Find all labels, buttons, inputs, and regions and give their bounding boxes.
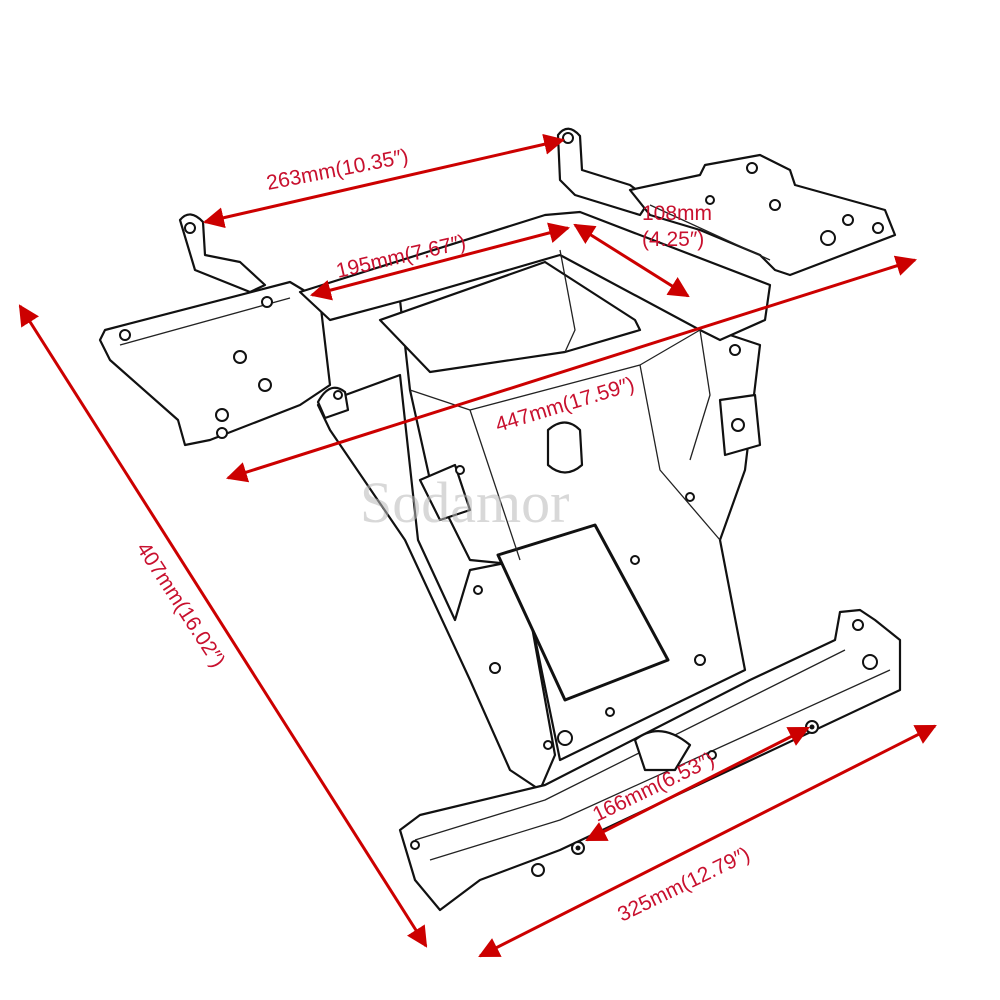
mounting-hole — [333, 390, 343, 400]
mounting-hole — [410, 840, 420, 850]
mounting-hole — [842, 214, 854, 226]
mounting-hole — [489, 662, 501, 674]
mounting-hole — [119, 329, 131, 341]
label-mount-width-line1: 108mm — [642, 202, 712, 225]
mounting-hole — [862, 654, 878, 670]
mid-cutout — [546, 421, 584, 474]
mounting-hole — [531, 863, 545, 877]
right-upright-tab — [556, 127, 652, 217]
mounting-hole — [215, 408, 229, 422]
mounting-hole — [852, 619, 864, 631]
dimension-arrow-overall-height — [18, 304, 428, 948]
dimension-arrow-top-span — [202, 133, 566, 229]
mounting-hole — [216, 427, 228, 439]
mounting-hole — [630, 555, 640, 565]
left-mounting-plate — [98, 280, 332, 447]
mounting-hole — [694, 654, 706, 666]
mounting-hole — [769, 199, 781, 211]
label-bottom-width: 325mm(12.79″) — [614, 843, 754, 927]
mounting-hole — [473, 585, 483, 595]
label-top-span: 263mm(10.35″) — [265, 145, 411, 195]
mounting-hole — [605, 707, 615, 717]
mounting-hole-center — [575, 845, 581, 851]
mounting-hole — [820, 230, 836, 246]
label-mount-width-line2: (4.25″) — [642, 228, 704, 251]
lower-opening — [496, 523, 670, 702]
plate-detail-line — [649, 204, 771, 261]
dimension-arrow-bottom-width — [478, 724, 937, 958]
dimension-arrows — [18, 133, 937, 958]
mounting-hole — [258, 378, 272, 392]
mounting-hole — [685, 492, 695, 502]
watermark: Sodamor — [360, 470, 569, 535]
mounting-hole — [184, 222, 196, 234]
mounting-hole — [261, 296, 273, 308]
mounting-hole — [872, 222, 884, 234]
mounting-hole — [705, 195, 715, 205]
mounting-hole — [562, 132, 574, 144]
mounting-hole — [543, 740, 553, 750]
mounting-hole — [729, 344, 741, 356]
mounting-hole — [746, 162, 758, 174]
mounting-hole — [557, 730, 573, 746]
mounting-hole — [731, 418, 745, 432]
mounting-hole-center — [809, 724, 815, 730]
mounting-hole — [233, 350, 247, 364]
